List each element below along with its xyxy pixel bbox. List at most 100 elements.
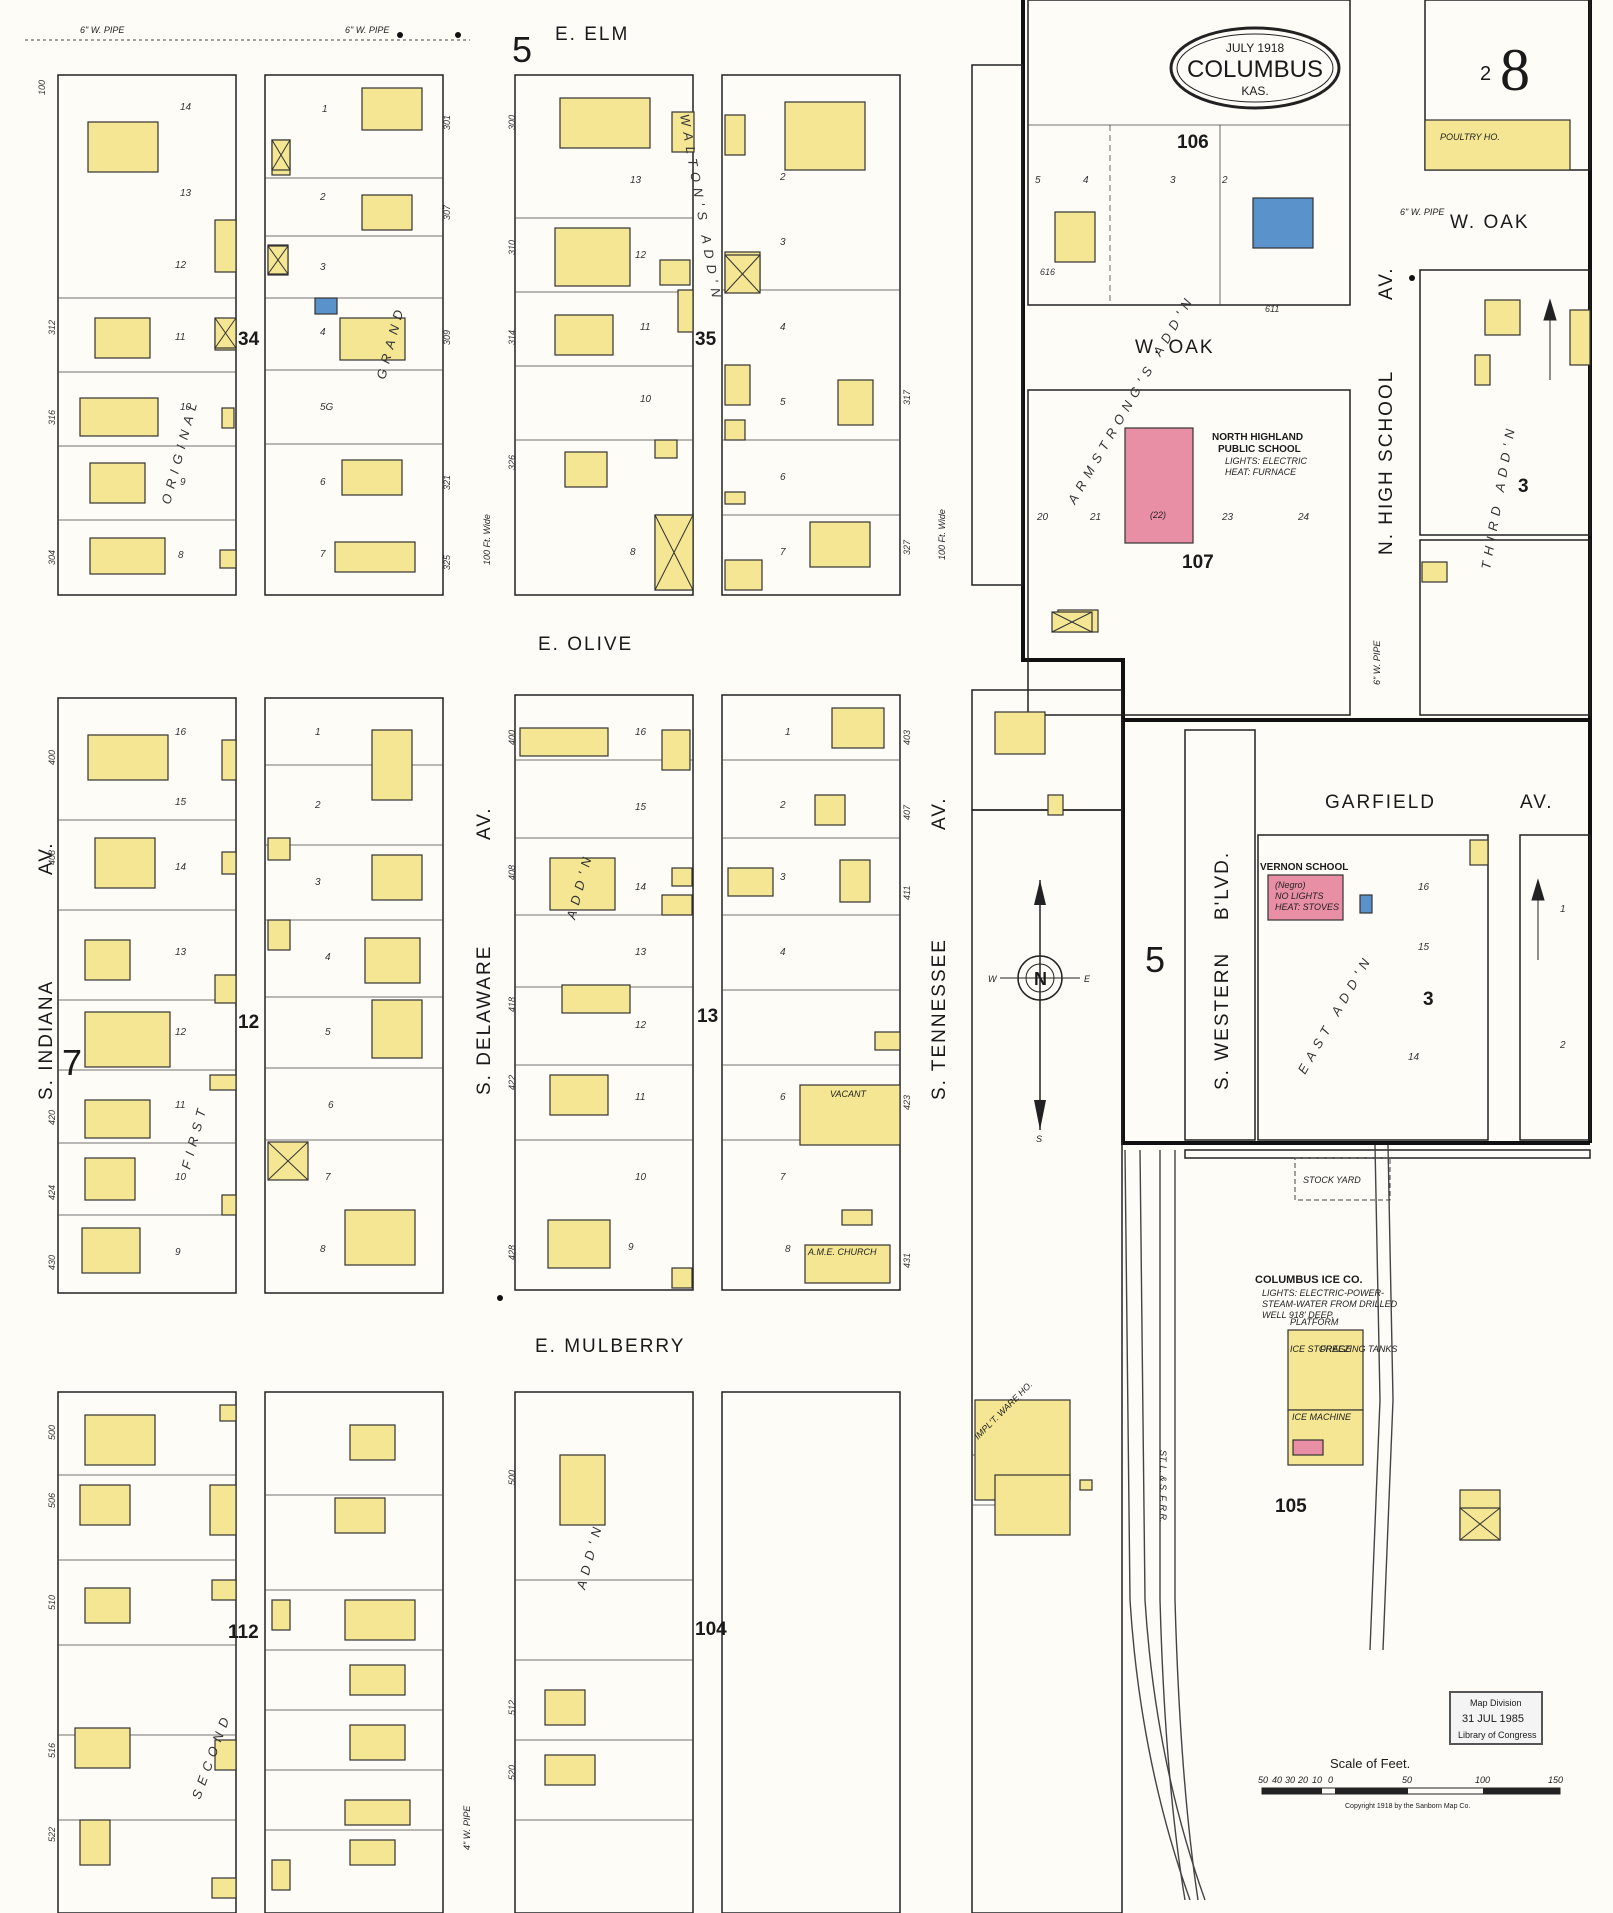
svg-text:7: 7 [780,547,786,558]
special-buildings [314,197,1373,1456]
svg-text:10: 10 [635,1172,647,1183]
svg-text:3: 3 [780,872,786,883]
svg-text:15: 15 [175,797,187,808]
address-numbers: 100 312 316 304 301 307 309 321 325 300 … [37,80,1279,1842]
ame-church-label: A.M.E. CHURCH [807,1247,877,1257]
svg-text:2: 2 [319,192,326,203]
street-s-indiana-av: AV. [36,842,57,875]
svg-text:5: 5 [325,1027,331,1038]
vernon-line-3: HEAT: STOVES [1275,902,1339,912]
block-7: 7 [62,1042,82,1083]
svg-text:309: 309 [442,330,452,345]
svg-text:512: 512 [507,1700,517,1715]
svg-text:21: 21 [1089,512,1101,523]
svg-text:2: 2 [1559,1040,1566,1051]
pipe-label-5: 4" W. PIPE [462,1805,472,1850]
street-e-mulberry: E. MULBERRY [535,1336,685,1357]
svg-text:24: 24 [1297,512,1310,523]
svg-text:13: 13 [635,947,647,958]
copyright: Copyright 1918 by the Sanborn Map Co. [1345,1803,1470,1810]
stamp-line-1: Map Division [1470,1698,1522,1708]
compass-e: E [1084,974,1091,984]
svg-text:400: 400 [47,750,57,765]
lot-lines [58,124,1350,1831]
street-s-delaware-av: AV. [474,807,495,840]
title-cartouche: JULY 1918 COLUMBUS KAS. [1169,26,1341,110]
platform-label: PLATFORM [1290,1317,1339,1327]
block-numbers: 34 35 12 13 112 104 106 107 105 3 3 5 5 … [62,29,1529,1643]
north-arrow-2 [1531,878,1545,960]
svg-text:403: 403 [902,730,912,745]
svg-text:14: 14 [180,102,192,113]
svg-text:15: 15 [635,802,647,813]
svg-text:310: 310 [507,240,517,255]
svg-text:423: 423 [902,1095,912,1110]
svg-text:2: 2 [1221,175,1228,186]
block-106: 106 [1177,132,1209,153]
pipe-label-3: 6" W. PIPE [1400,207,1445,217]
pipe-label-1: 6" W. PIPE [80,25,125,35]
street-garfield: GARFIELD [1325,792,1436,813]
stamp-line-2: 31 JUL 1985 [1462,1713,1524,1725]
ice-co-line-1: LIGHTS: ELECTRIC-POWER- [1262,1288,1384,1298]
stamp-line-3: Library of Congress [1458,1730,1537,1740]
svg-text:428: 428 [507,1245,517,1260]
svg-text:4: 4 [780,947,786,958]
street-s-tennessee: S. TENNESSEE [929,938,950,1100]
block-105: 105 [1275,1496,1307,1517]
scale-tick-6: 0 [1328,1775,1333,1785]
svg-text:11: 11 [640,322,650,333]
svg-text:1: 1 [322,104,328,115]
block-5-b: 5 [1145,939,1165,980]
scale-tick-2: 40 [1272,1775,1282,1785]
svg-text:1: 1 [315,727,321,738]
scale-tick-3: 30 [1285,1775,1295,1785]
svg-text:5: 5 [1035,175,1041,186]
scale-label: Scale of Feet. [1330,1756,1410,1771]
svg-text:314: 314 [507,330,517,345]
svg-text:4: 4 [325,952,331,963]
compass-w: W [988,974,998,984]
svg-text:23: 23 [1221,512,1234,523]
block-112: 112 [228,1622,259,1643]
svg-text:506: 506 [47,1493,57,1508]
street-garfield-av: AV. [1520,792,1553,813]
scale-tick-9: 150 [1548,1775,1563,1785]
stock-yard-label: STOCK YARD [1303,1175,1361,1185]
map-state: KAS. [1241,84,1268,98]
svg-text:10: 10 [180,402,192,413]
svg-text:20: 20 [1036,512,1049,523]
svg-text:6: 6 [780,1092,786,1103]
svg-text:400: 400 [507,730,517,745]
street-s-western-blvd: B'LVD. [1212,851,1233,920]
svg-text:516: 516 [47,1743,57,1758]
svg-text:10: 10 [175,1172,187,1183]
svg-text:8: 8 [178,550,184,561]
svg-text:300: 300 [507,115,517,130]
svg-text:10: 10 [640,394,652,405]
svg-text:321: 321 [442,475,452,490]
svg-text:424: 424 [47,1185,57,1200]
svg-text:407: 407 [902,804,912,820]
svg-text:1: 1 [1560,904,1566,915]
street-n-high-school-av: AV. [1376,267,1397,300]
block-107: 107 [1182,552,1214,573]
svg-text:5G: 5G [320,402,334,413]
svg-text:8: 8 [320,1244,326,1255]
street-n-high-school: N. HIGH SCHOOL [1376,370,1397,555]
width-label-1: 100 Ft. Wide [482,514,492,565]
compass-rose: N E W S [988,880,1091,1144]
railroad-label: ST. L. & S. F. R.R. [1158,1450,1168,1523]
svg-text:500: 500 [507,1470,517,1485]
freezing-tanks-label: FREEZING TANKS [1320,1344,1397,1354]
outbuildings [214,139,1501,1541]
svg-text:13: 13 [175,947,187,958]
map-city: COLUMBUS [1187,56,1323,83]
svg-text:8: 8 [630,547,636,558]
vernon-line-2: NO LIGHTS [1275,891,1324,901]
svg-text:4: 4 [780,322,786,333]
svg-text:16: 16 [175,727,187,738]
svg-text:431: 431 [902,1253,912,1268]
svg-text:8: 8 [785,1244,791,1255]
svg-text:6: 6 [320,477,326,488]
